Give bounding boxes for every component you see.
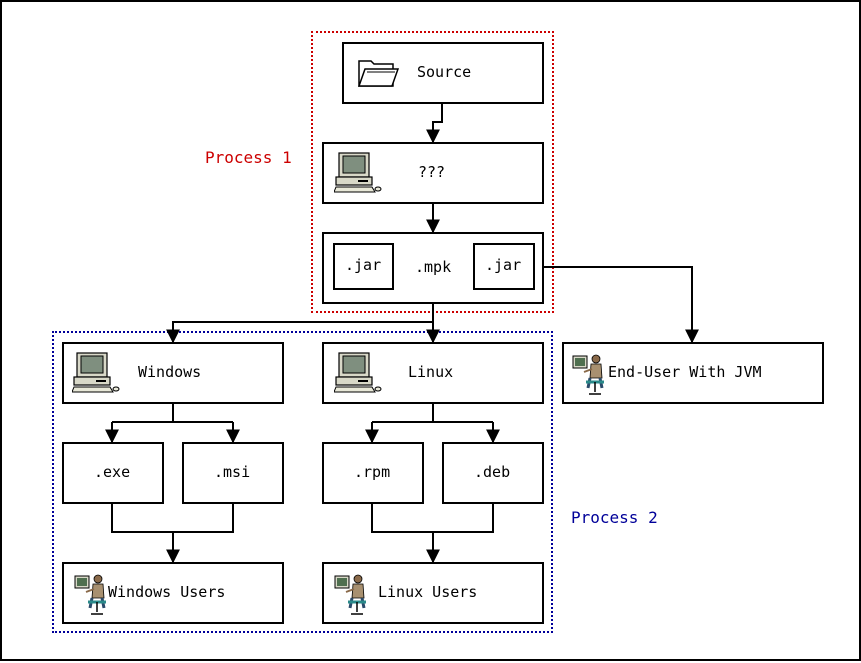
linux-node: Linux [322, 342, 544, 404]
computer-icon [334, 152, 382, 193]
windows-label: Windows [138, 363, 202, 381]
edge-rpm-deb-linuxusers [371, 502, 494, 533]
jar-right-label: .jar [485, 256, 522, 274]
linux-label: Linux [408, 363, 454, 381]
jar-left-label: .jar [345, 256, 382, 274]
process1-label: Process 1 [205, 148, 292, 167]
process2-label: Process 2 [571, 508, 658, 527]
mpk-node: .jar .mpk .jar [322, 232, 544, 304]
exe-node: .exe [62, 442, 164, 504]
user-at-computer-icon [572, 354, 604, 395]
end-user-jvm-node: End-User With JVM [562, 342, 824, 404]
end-user-jvm-label: End-User With JVM [608, 363, 762, 381]
folder-icon [357, 60, 399, 87]
unknown-tool-label: ??? [418, 163, 446, 181]
exe-label: .exe [94, 463, 131, 481]
deb-node: .deb [442, 442, 544, 504]
msi-label: .msi [214, 463, 251, 481]
jar-left-node: .jar [333, 243, 394, 290]
windows-users-node: Windows Users [62, 562, 284, 624]
computer-icon [72, 352, 120, 393]
computer-icon [334, 352, 382, 393]
deb-label: .deb [474, 463, 511, 481]
unknown-tool-node: ??? [322, 142, 544, 204]
user-at-computer-icon [74, 574, 106, 615]
edge-exe-msi-windowsusers [111, 502, 234, 533]
user-at-computer-icon [334, 574, 366, 615]
linux-users-node: Linux Users [322, 562, 544, 624]
msi-node: .msi [182, 442, 284, 504]
jar-right-node: .jar [473, 243, 535, 290]
edge-mpk-windows [166, 321, 433, 344]
source-label: Source [417, 63, 472, 81]
edge-source-unknown [426, 102, 443, 144]
process2-boundary [52, 331, 553, 633]
rpm-label: .rpm [354, 463, 391, 481]
windows-users-label: Windows Users [108, 583, 226, 601]
rpm-node: .rpm [322, 442, 424, 504]
windows-node: Windows [62, 342, 284, 404]
source-node: Source [342, 42, 544, 104]
edge-mpk-enduser [542, 266, 699, 344]
mpk-label: .mpk [415, 258, 452, 276]
linux-users-label: Linux Users [378, 583, 478, 601]
